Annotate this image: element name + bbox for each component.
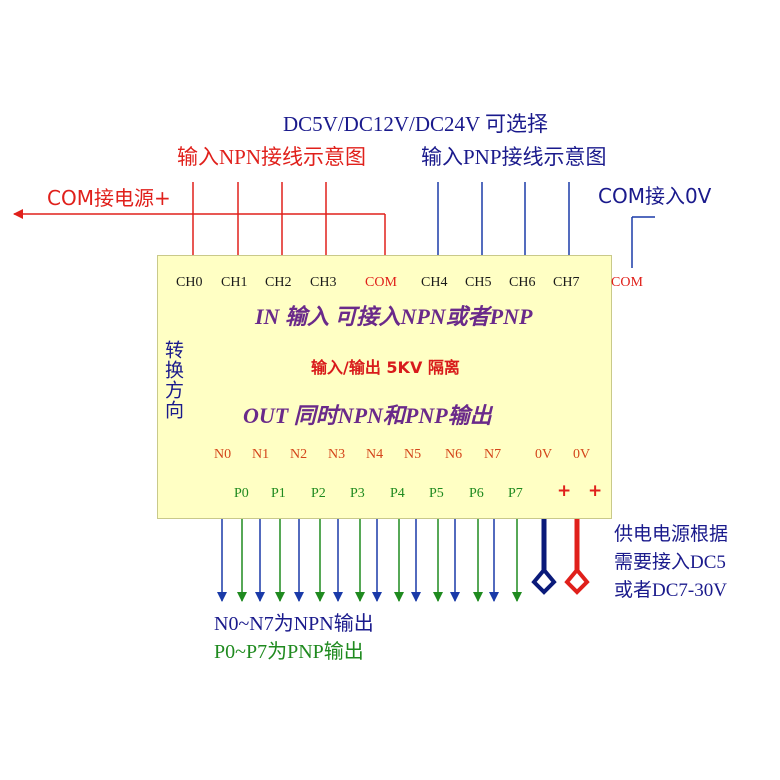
pin-n0: N0 xyxy=(214,447,232,462)
plus-terminal xyxy=(564,566,590,595)
module-board xyxy=(157,255,612,519)
out-title: OUT 同时NPN和PNP输出 xyxy=(243,403,492,428)
pin-0v-b: 0V xyxy=(573,447,591,462)
pnp-wiring-label: 输入PNP接线示意图 xyxy=(421,145,607,169)
isolation-label: 输入/输出 5KV 隔离 xyxy=(311,358,460,377)
pin-0v-a: 0V xyxy=(535,447,553,462)
pin-n2: N2 xyxy=(290,447,308,462)
pin-p4: P4 xyxy=(390,486,405,501)
direction-label: 转换方向 xyxy=(162,340,184,420)
plus-b: + xyxy=(588,481,603,501)
pin-ch6: CH6 xyxy=(509,275,536,290)
plus-a: + xyxy=(557,481,572,501)
in-title: IN 输入 可接入NPN或者PNP xyxy=(255,304,533,329)
pin-ch4: CH4 xyxy=(421,275,448,290)
pin-p5: P5 xyxy=(429,486,444,501)
pin-com-npn: COM xyxy=(365,275,397,290)
pin-p0: P0 xyxy=(234,486,249,501)
pin-ch3: CH3 xyxy=(310,275,337,290)
com-power-plus-label: COM接电源+ xyxy=(47,186,171,210)
pin-p1: P1 xyxy=(271,486,286,501)
npn-output-note: N0~N7为NPN输出 xyxy=(214,613,374,635)
voltage-select-label: DC5V/DC12V/DC24V 可选择 xyxy=(283,112,549,136)
power-note-line2: 需要接入DC5 xyxy=(614,552,726,573)
pin-p6: P6 xyxy=(469,486,484,501)
pin-ch2: CH2 xyxy=(265,275,292,290)
pin-ch0: CH0 xyxy=(176,275,203,290)
pin-ch1: CH1 xyxy=(221,275,248,290)
pin-n5: N5 xyxy=(404,447,422,462)
pin-com-pnp: COM xyxy=(611,275,643,290)
pin-n7: N7 xyxy=(484,447,502,462)
pin-p3: P3 xyxy=(350,486,365,501)
pin-n4: N4 xyxy=(366,447,384,462)
pin-n6: N6 xyxy=(445,447,463,462)
ground-terminal xyxy=(531,566,557,595)
pin-ch7: CH7 xyxy=(553,275,580,290)
pin-p7: P7 xyxy=(508,486,523,501)
power-note-line1: 供电电源根据 xyxy=(614,524,729,545)
pnp-output-note: P0~P7为PNP输出 xyxy=(214,641,364,663)
power-note-line3: 或者DC7-30V xyxy=(614,580,727,601)
pin-p2: P2 xyxy=(311,486,326,501)
npn-wiring-label: 输入NPN接线示意图 xyxy=(177,145,367,169)
com-0v-label: COM接入0V xyxy=(598,184,712,208)
pin-n3: N3 xyxy=(328,447,346,462)
pin-ch5: CH5 xyxy=(465,275,492,290)
pin-n1: N1 xyxy=(252,447,270,462)
